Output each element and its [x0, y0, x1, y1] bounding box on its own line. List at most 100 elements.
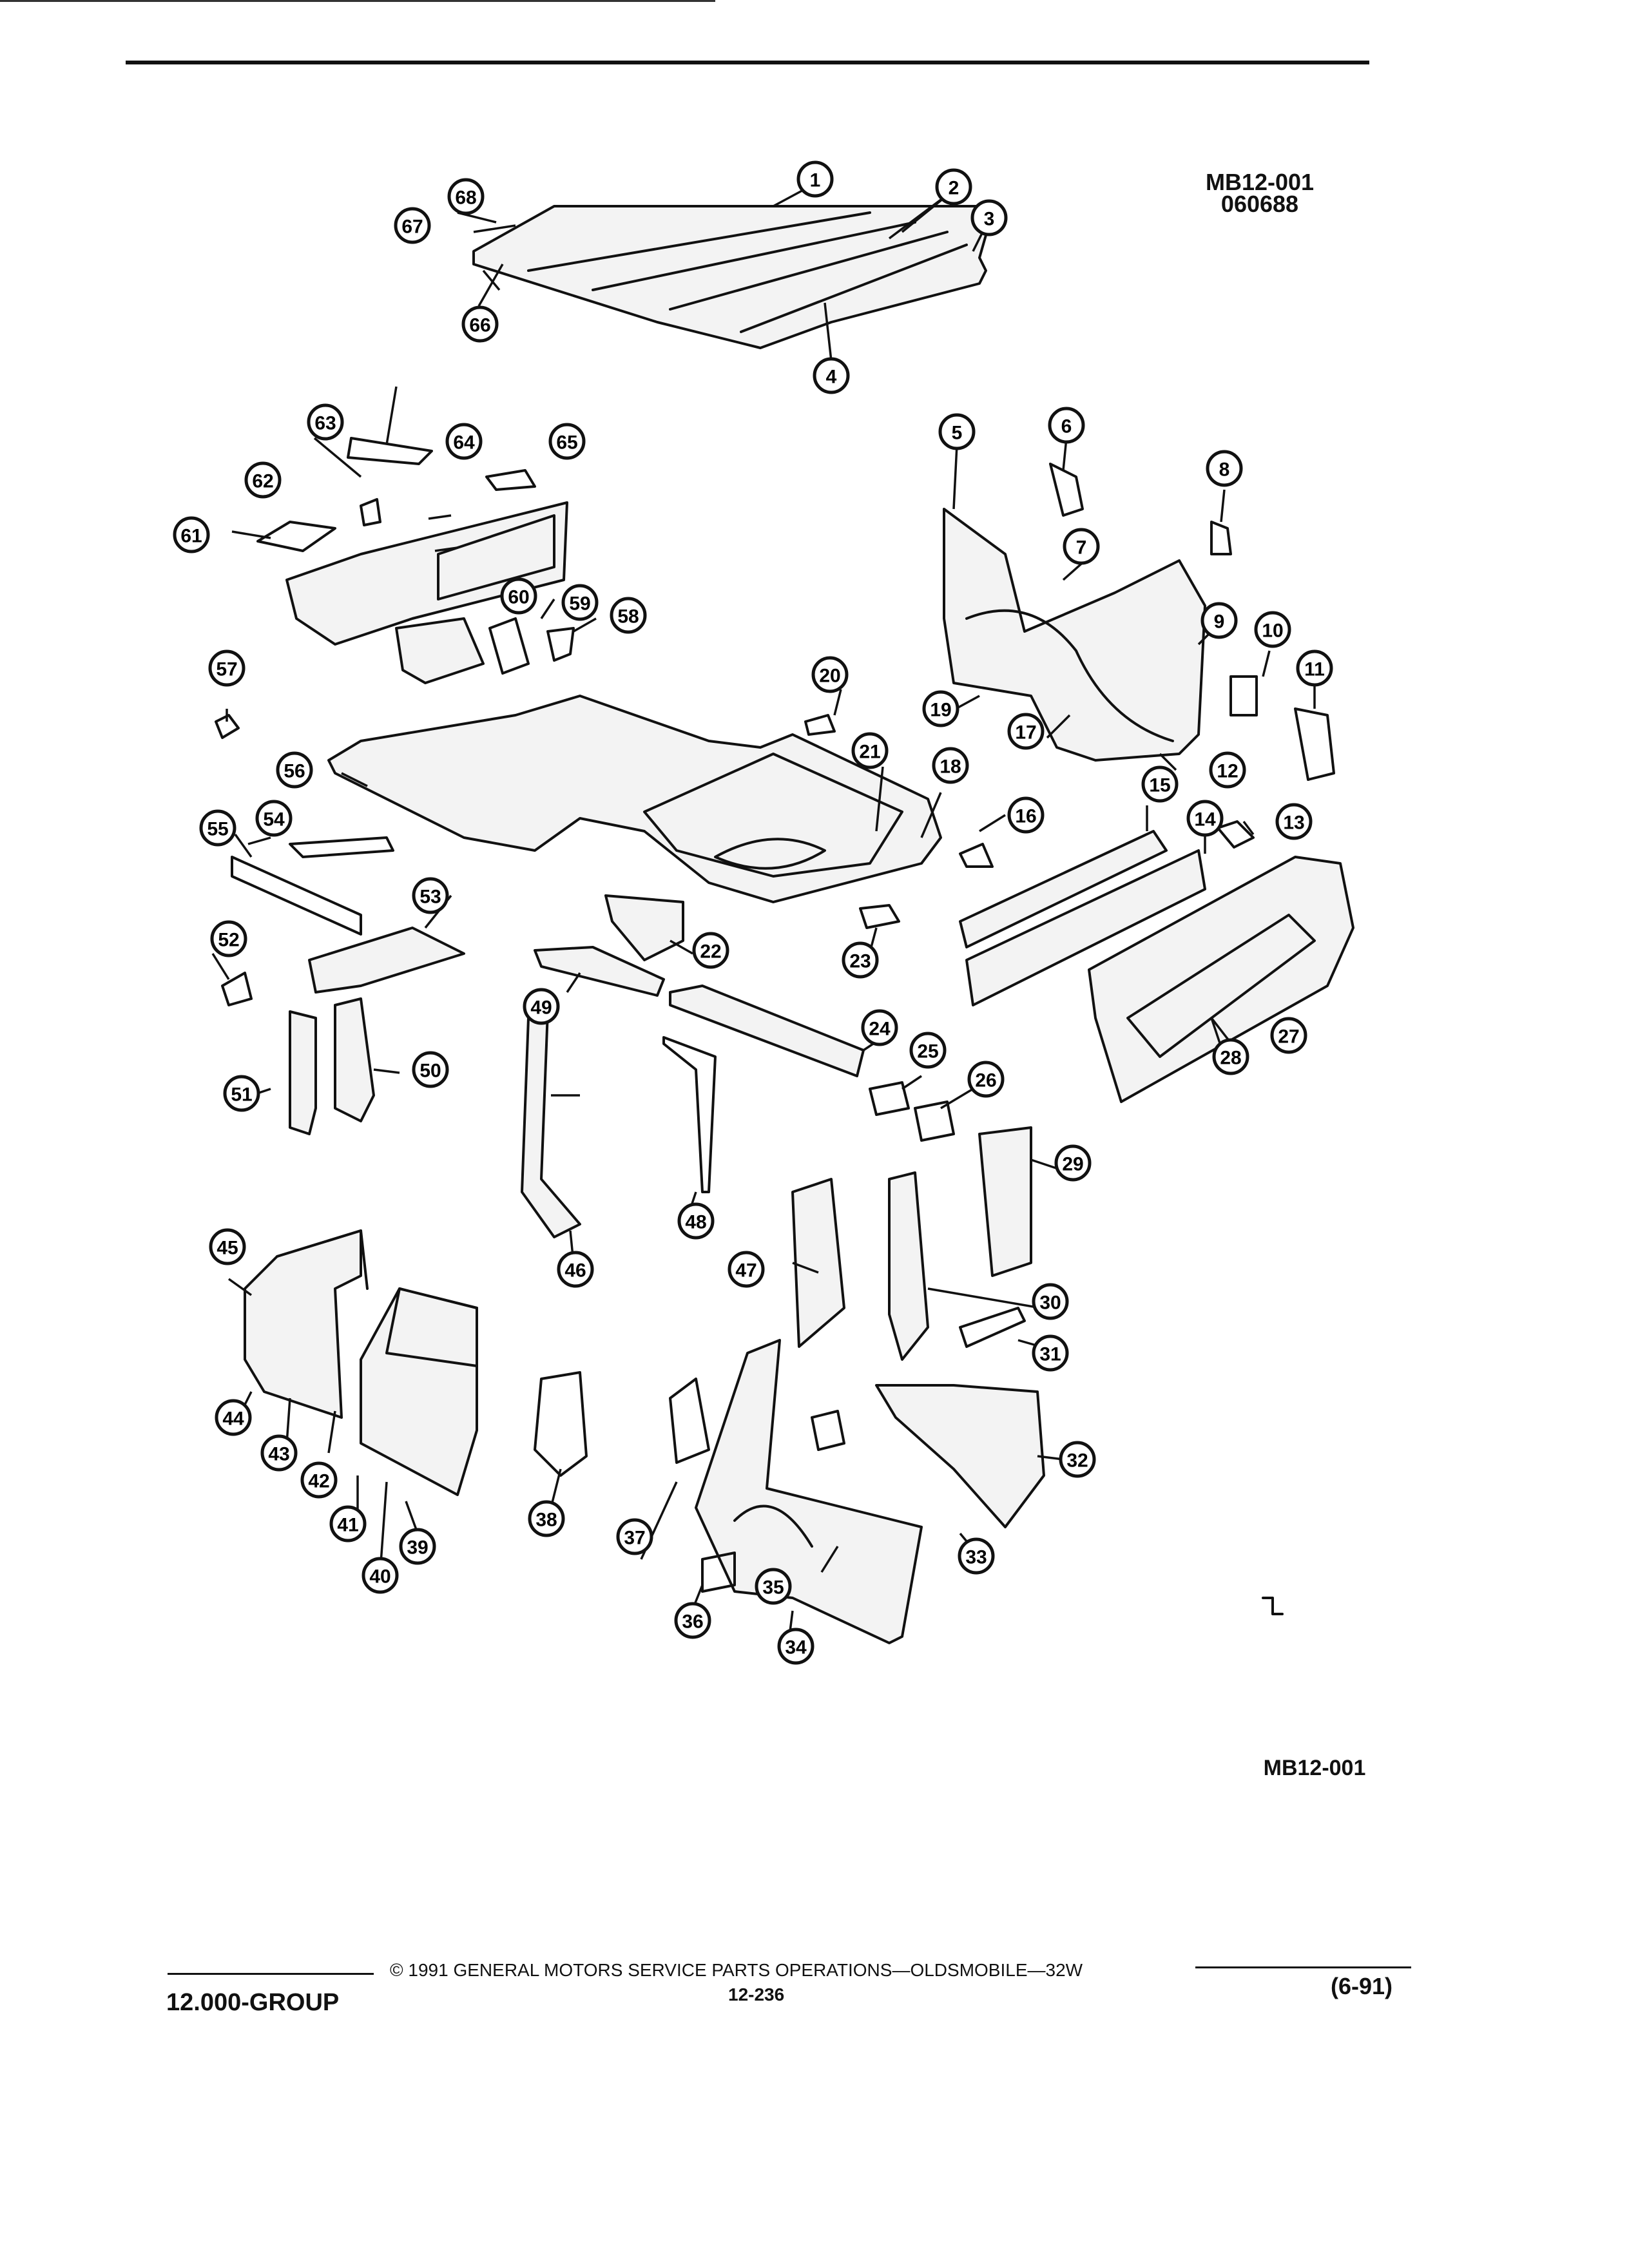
- svg-text:62: 62: [252, 471, 273, 492]
- svg-text:47: 47: [735, 1260, 757, 1282]
- side-doors: [244, 1229, 478, 1496]
- svg-text:15: 15: [1149, 775, 1170, 796]
- svg-text:8: 8: [1219, 459, 1230, 481]
- callout-27: 27: [1270, 1017, 1307, 1054]
- svg-text:53: 53: [419, 887, 441, 908]
- callout-50: 50: [412, 1051, 449, 1088]
- callout-54: 54: [255, 800, 293, 837]
- svg-text:3: 3: [984, 209, 995, 230]
- floor-pan: [327, 695, 942, 903]
- svg-text:41: 41: [337, 1515, 358, 1536]
- callout-1: 1: [796, 160, 834, 198]
- callout-56: 56: [276, 751, 313, 789]
- svg-text:54: 54: [263, 809, 285, 831]
- svg-text:6: 6: [1061, 416, 1072, 437]
- callout-31: 31: [1032, 1334, 1069, 1372]
- svg-text:28: 28: [1220, 1048, 1241, 1069]
- svg-text:36: 36: [682, 1611, 703, 1633]
- footer-page-number: 12-236: [728, 1984, 785, 2004]
- callout-5: 5: [938, 413, 976, 450]
- callout-8: 8: [1206, 450, 1243, 487]
- svg-text:30: 30: [1039, 1293, 1061, 1314]
- svg-text:5: 5: [952, 423, 963, 444]
- footer-revision: (6-91): [1331, 1973, 1393, 1999]
- svg-text:17: 17: [1015, 722, 1036, 744]
- dash-brackets: [395, 617, 575, 684]
- callout-47: 47: [728, 1251, 765, 1288]
- svg-text:50: 50: [419, 1061, 441, 1082]
- callout-7: 7: [1063, 528, 1100, 565]
- svg-text:9: 9: [1214, 611, 1225, 633]
- callout-51: 51: [223, 1075, 260, 1112]
- top-edge-rule: [0, 0, 715, 2]
- svg-text:65: 65: [556, 432, 577, 454]
- callout-40: 40: [361, 1557, 399, 1594]
- svg-text:56: 56: [284, 761, 305, 782]
- svg-text:1: 1: [810, 170, 821, 191]
- svg-text:61: 61: [180, 526, 202, 547]
- svg-text:2: 2: [949, 178, 959, 199]
- callout-67: 67: [394, 207, 431, 244]
- callout-62: 62: [244, 461, 282, 499]
- svg-text:4: 4: [826, 367, 837, 388]
- callout-6: 6: [1048, 407, 1085, 444]
- callout-9: 9: [1200, 602, 1238, 639]
- svg-text:29: 29: [1062, 1154, 1083, 1175]
- callout-19: 19: [922, 690, 959, 727]
- footer-rule-left: [168, 1973, 374, 1975]
- callout-46: 46: [557, 1251, 594, 1288]
- svg-text:14: 14: [1194, 809, 1216, 831]
- svg-text:63: 63: [314, 413, 336, 434]
- callout-65: 65: [548, 423, 586, 460]
- callout-43: 43: [260, 1434, 298, 1472]
- callout-22: 22: [692, 932, 729, 969]
- svg-text:16: 16: [1015, 806, 1036, 827]
- callout-28: 28: [1212, 1038, 1249, 1075]
- callout-68: 68: [447, 178, 485, 215]
- callout-42: 42: [300, 1461, 338, 1499]
- svg-text:33: 33: [965, 1547, 987, 1568]
- callout-26: 26: [967, 1061, 1005, 1098]
- callout-33: 33: [958, 1537, 995, 1575]
- callout-53: 53: [412, 877, 449, 914]
- callout-63: 63: [307, 403, 344, 441]
- callout-58: 58: [610, 597, 647, 634]
- svg-text:31: 31: [1039, 1344, 1061, 1365]
- bottom-diagram-code: MB12-001: [1263, 1756, 1366, 1780]
- footer-copyright: © 1991 GENERAL MOTORS SERVICE PARTS OPER…: [390, 1960, 1083, 1980]
- callout-29: 29: [1054, 1144, 1092, 1182]
- callout-44: 44: [215, 1399, 252, 1436]
- callout-49: 49: [523, 988, 560, 1025]
- quarter-inner: [943, 463, 1335, 849]
- pillars: [221, 836, 717, 1238]
- svg-text:35: 35: [762, 1577, 784, 1599]
- svg-text:20: 20: [819, 666, 840, 687]
- clip-20: [804, 714, 836, 736]
- svg-text:7: 7: [1076, 537, 1087, 559]
- svg-text:49: 49: [530, 997, 552, 1019]
- callout-52: 52: [210, 920, 247, 957]
- roof-panel: [472, 205, 994, 349]
- svg-text:25: 25: [917, 1041, 938, 1062]
- svg-text:57: 57: [216, 659, 237, 680]
- callout-39: 39: [399, 1528, 436, 1565]
- svg-text:40: 40: [369, 1566, 390, 1588]
- svg-text:27: 27: [1278, 1026, 1299, 1048]
- callout-15: 15: [1141, 765, 1179, 803]
- callout-30: 30: [1032, 1283, 1069, 1320]
- callout-4: 4: [813, 357, 850, 394]
- callout-25: 25: [909, 1032, 947, 1069]
- quarter-outer: [534, 1339, 1045, 1644]
- callout-14: 14: [1186, 800, 1224, 837]
- svg-text:23: 23: [849, 951, 871, 972]
- svg-text:10: 10: [1262, 620, 1283, 642]
- dash-panel: [256, 437, 568, 646]
- callout-32: 32: [1059, 1441, 1096, 1478]
- callout-37: 37: [616, 1518, 653, 1555]
- callout-36: 36: [674, 1602, 711, 1639]
- callout-13: 13: [1275, 803, 1313, 840]
- svg-text:21: 21: [859, 742, 880, 763]
- callout-59: 59: [561, 584, 599, 621]
- callout-10: 10: [1254, 611, 1291, 648]
